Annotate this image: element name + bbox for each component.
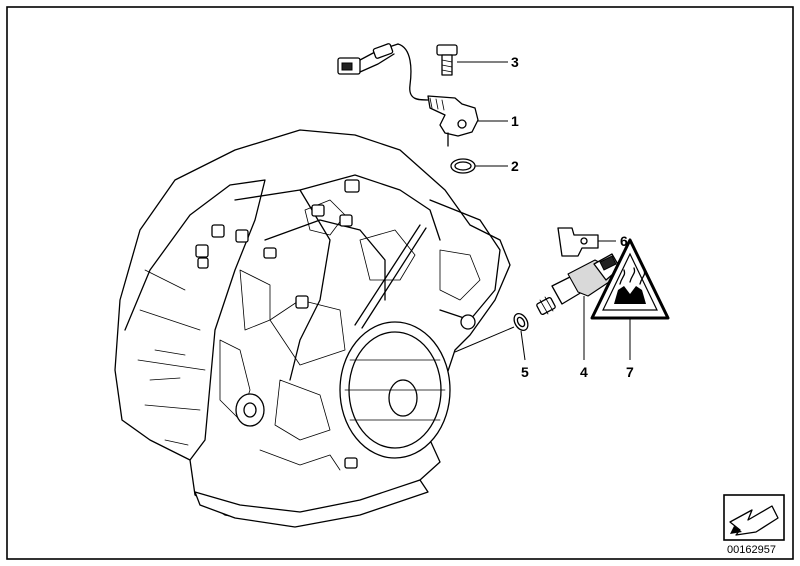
diagram-frame [6,6,794,560]
arrow-down-left-icon[interactable] [723,494,785,541]
part-seal-ring [513,312,529,332]
callout-7: 7 [626,364,634,380]
transmission-housing [114,129,511,528]
callout-5: 5 [521,364,529,380]
part-speed-sensor [337,43,479,147]
callout-4: 4 [580,364,588,380]
part-bolt [436,44,458,76]
callout-2: 2 [511,158,519,174]
callout-1: 1 [511,113,519,129]
drawing-number: 00162957 [727,544,776,556]
callout-6: 6 [620,233,628,249]
callout-3: 3 [511,54,519,70]
leader-lines [454,61,631,361]
part-o-ring [450,158,476,174]
callout-labels: 3 1 2 6 4 5 7 [511,54,634,380]
part-switch [536,253,621,315]
part-clip [557,227,599,257]
warning-triangle-icon [590,238,670,320]
